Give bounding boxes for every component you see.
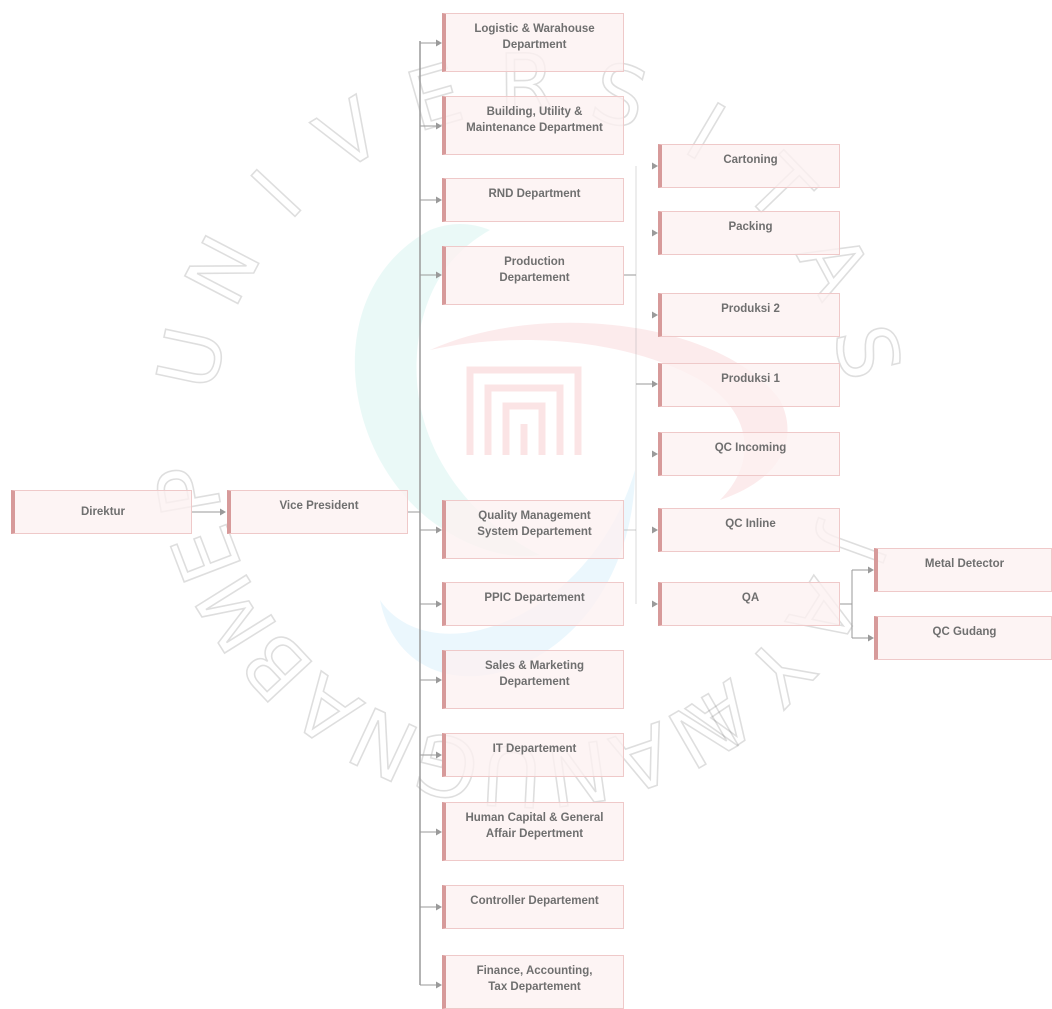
node-direktur[interactable]: Direktur [11, 490, 192, 534]
node-dept-it[interactable]: IT Departement [442, 733, 624, 777]
node-unit-packing[interactable]: Packing [658, 211, 840, 255]
node-dept-ppic[interactable]: PPIC Departement [442, 582, 624, 626]
node-unit-produksi-1[interactable]: Produksi 1 [658, 363, 840, 407]
node-unit-produksi-2[interactable]: Produksi 2 [658, 293, 840, 337]
node-dept-sales[interactable]: Sales & Marketing Departement [442, 650, 624, 709]
node-unit-label: QA [741, 592, 760, 604]
node-unit-label: QC Gudang [932, 626, 997, 638]
node-dept-label: Logistic & Warahouse Department [474, 23, 595, 51]
node-dept-quality[interactable]: Quality Management System Departement [442, 500, 624, 559]
node-dept-label: PPIC Departement [484, 592, 585, 604]
node-vice-president[interactable]: Vice President [227, 490, 408, 534]
node-dept-label: Controller Departement [470, 895, 599, 907]
node-unit-qc-gudang[interactable]: QC Gudang [874, 616, 1052, 660]
node-unit-label: Metal Detector [924, 558, 1005, 570]
node-unit-metal-detector[interactable]: Metal Detector [874, 548, 1052, 592]
node-dept-rnd[interactable]: RND Department [442, 178, 624, 222]
node-unit-label: QC Incoming [714, 442, 787, 454]
node-dept-human-capital[interactable]: Human Capital & General Affair Depertmen… [442, 802, 624, 861]
node-dept-finance[interactable]: Finance, Accounting, Tax Departement [442, 955, 624, 1009]
node-unit-qc-incoming[interactable]: QC Incoming [658, 432, 840, 476]
node-unit-label: Produksi 2 [721, 303, 780, 315]
node-dept-building[interactable]: Building, Utility & Maintenance Departme… [442, 96, 624, 155]
node-dept-label: RND Department [488, 188, 581, 200]
node-unit-label: QC Inline [725, 518, 776, 530]
node-dept-label: Building, Utility & Maintenance Departme… [466, 106, 603, 134]
node-vice-president-label: Vice President [279, 500, 359, 512]
node-dept-controller[interactable]: Controller Departement [442, 885, 624, 929]
node-dept-label: Human Capital & General Affair Depertmen… [465, 812, 604, 840]
node-dept-label: Sales & Marketing Departement [484, 660, 585, 688]
node-unit-label: Packing [728, 221, 773, 233]
node-dept-label: IT Departement [492, 743, 577, 755]
node-dept-label: Production Departement [499, 256, 570, 284]
node-unit-qa[interactable]: QA [658, 582, 840, 626]
node-dept-label: Quality Management System Departement [477, 510, 592, 538]
node-direktur-label: Direktur [80, 506, 126, 518]
node-dept-label: Finance, Accounting, Tax Departement [476, 965, 593, 993]
node-unit-label: Produksi 1 [721, 373, 780, 385]
node-dept-logistic[interactable]: Logistic & Warahouse Department [442, 13, 624, 72]
node-unit-qc-inline[interactable]: QC Inline [658, 508, 840, 552]
node-dept-production[interactable]: Production Departement [442, 246, 624, 305]
node-unit-label: Cartoning [723, 154, 778, 166]
node-unit-cartoning[interactable]: Cartoning [658, 144, 840, 188]
